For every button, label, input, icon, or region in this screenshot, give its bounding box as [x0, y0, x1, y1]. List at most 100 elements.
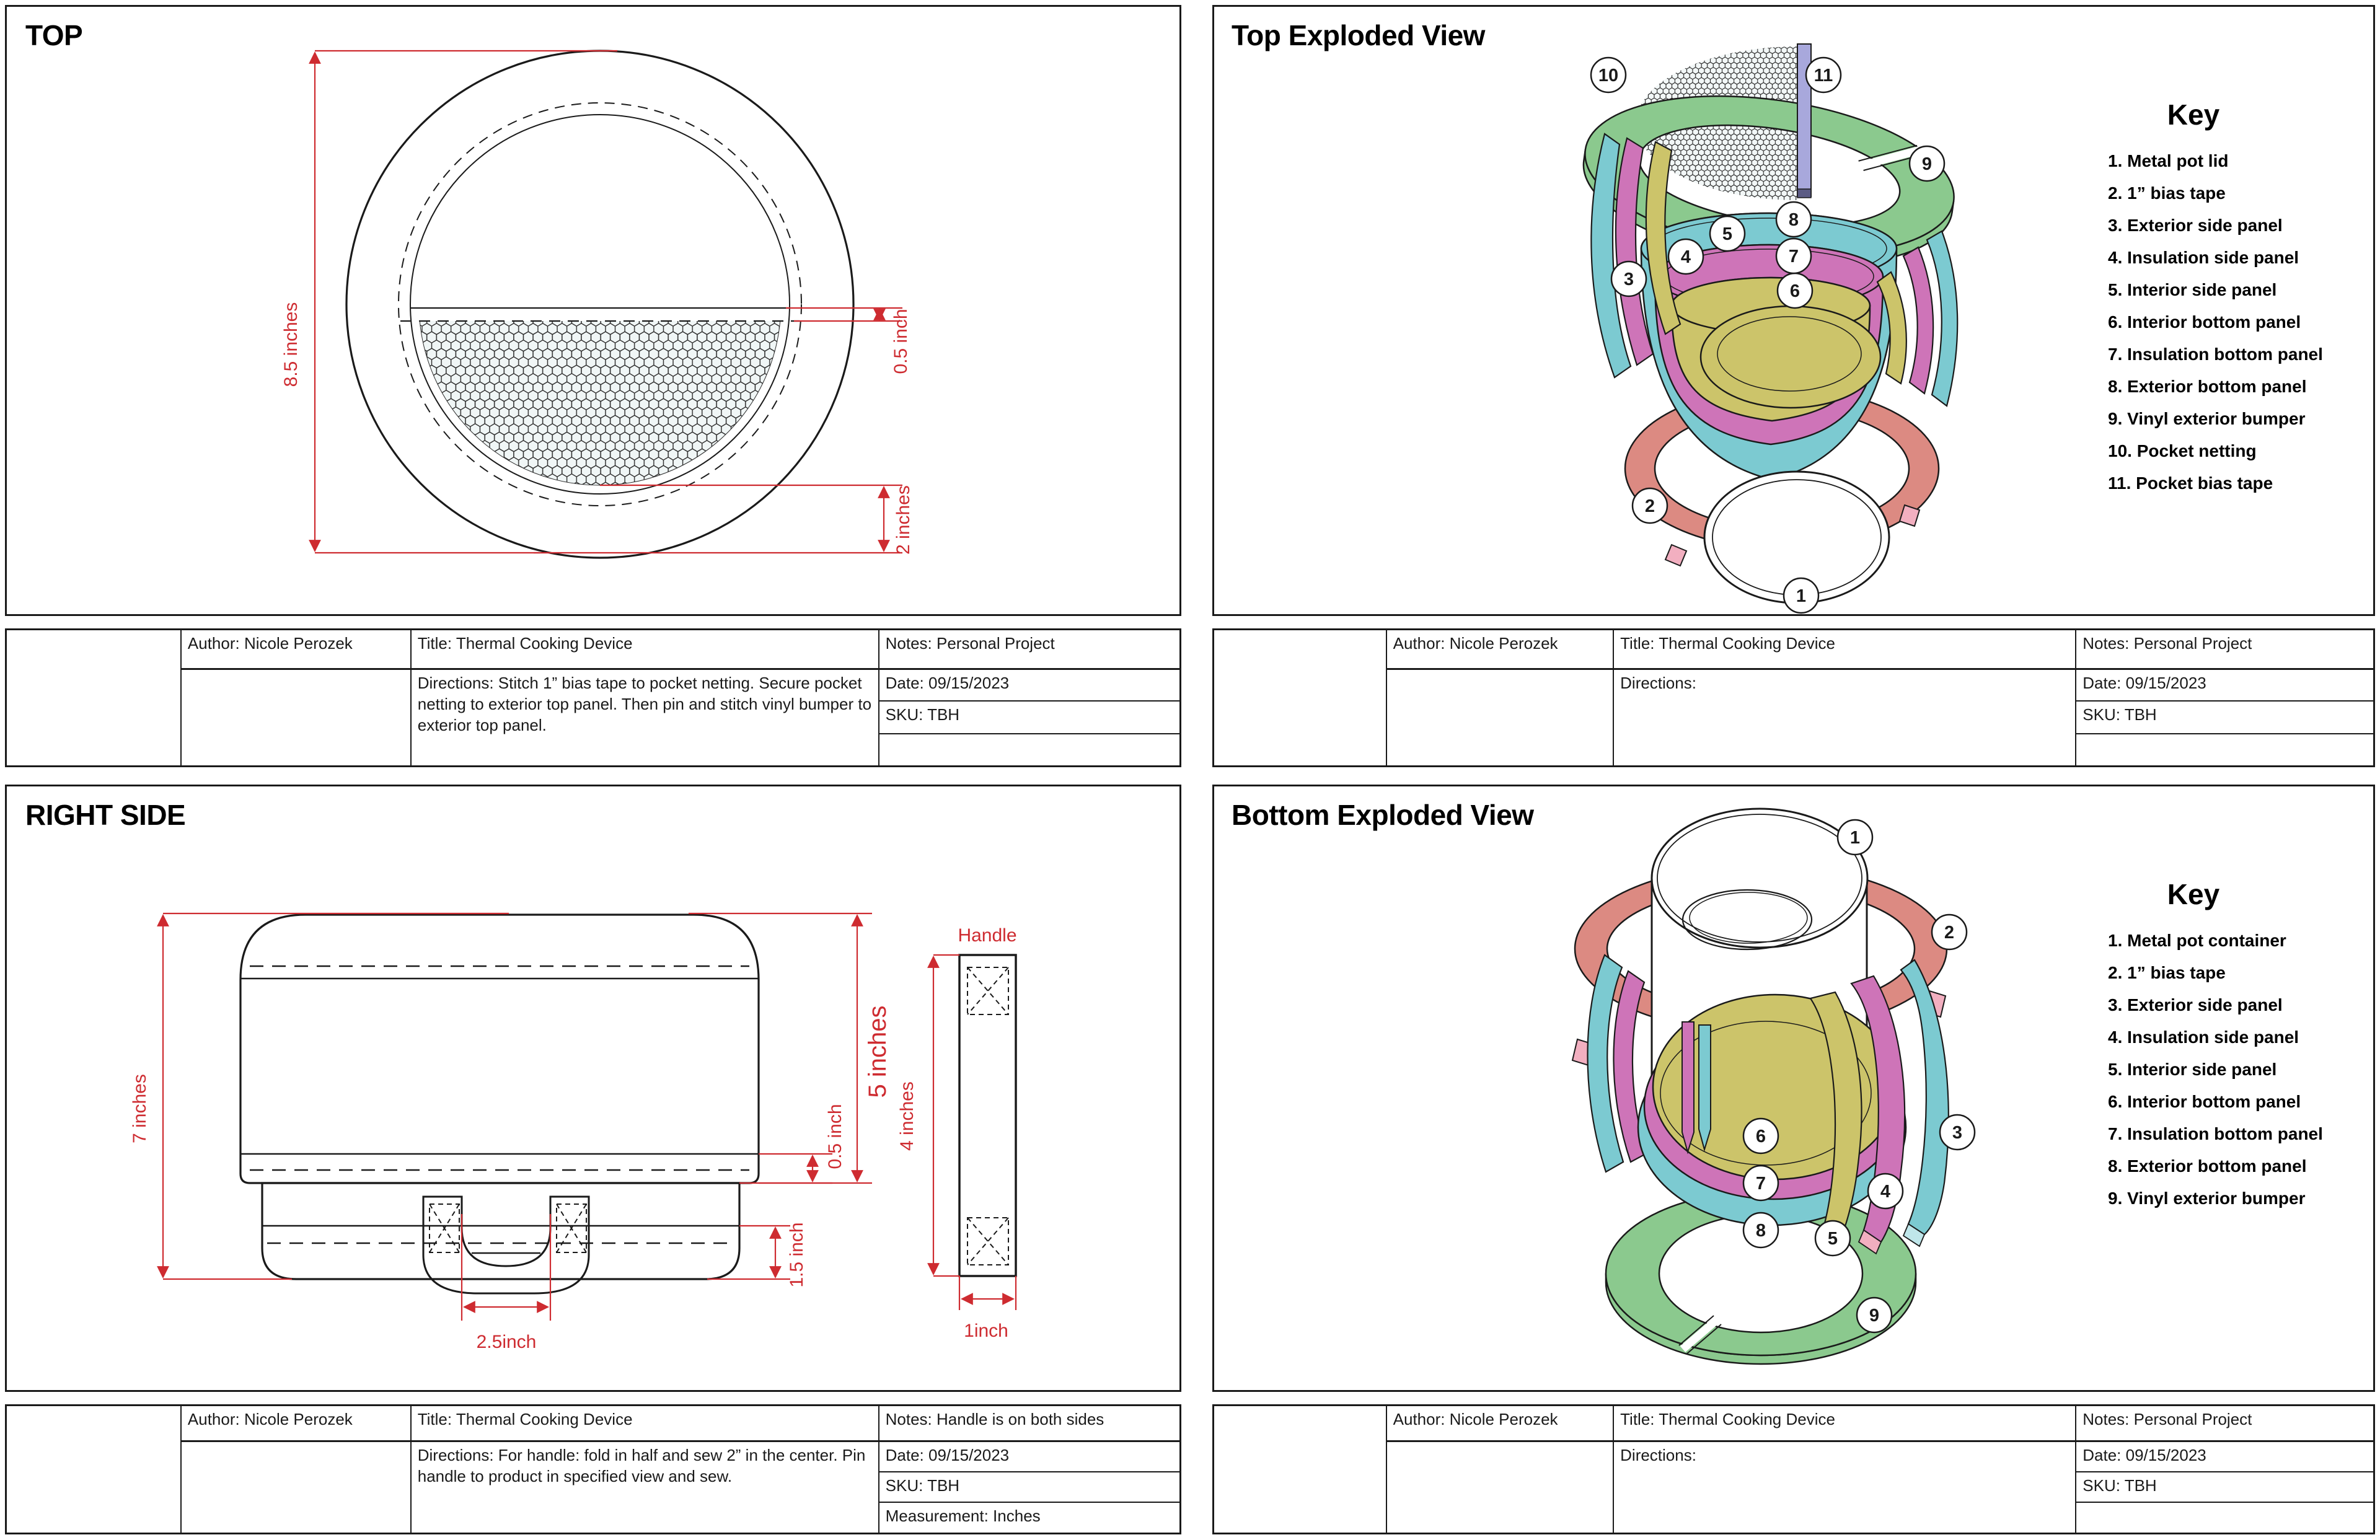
title-cell: Title: Thermal Cooking Device: [1614, 1406, 2077, 1441]
interior-side-blade: [1645, 141, 1681, 335]
interior-side-blade-right: [1876, 271, 1907, 385]
svg-text:8.5 inches: 8.5 inches: [281, 302, 301, 387]
exterior-side-blade-right: [1900, 959, 1949, 1247]
balloon-10: 10: [1590, 56, 1627, 94]
empty-cell: [1386, 668, 1615, 765]
empty-cell: [181, 668, 412, 765]
svg-text:2 inches: 2 inches: [893, 485, 914, 555]
sku-cell: SKU: TBH: [879, 1471, 1179, 1502]
balloon-11: 11: [1805, 56, 1842, 94]
exterior-side-sliver: [1698, 1024, 1711, 1152]
exterior-side-blade-left: [1587, 954, 1624, 1173]
empty-cell: [181, 1440, 412, 1533]
author-cell: Author: Nicole Perozek: [182, 630, 412, 669]
svg-text:1: 1: [1796, 586, 1806, 606]
right-side-panel: RIGHT SIDE 7 inches 5 inches: [5, 785, 1181, 1392]
insulation-side-blade: [1615, 137, 1654, 366]
sku-cell: SKU: TBH: [879, 700, 1179, 733]
handle-outline: [958, 954, 1017, 1277]
directions-cell: Directions:: [1614, 1440, 2077, 1533]
svg-text:3. Exterior side panel: 3. Exterior side panel: [2108, 216, 2283, 235]
svg-text:4: 4: [1880, 1182, 1890, 1202]
svg-text:5: 5: [1722, 224, 1732, 244]
top-view-panel: TOP 8.5 inches 0.5 inch 2 inches: [5, 5, 1181, 616]
svg-text:2. 1” bias tape: 2. 1” bias tape: [2108, 183, 2226, 203]
measurement-cell: Measurement: Inches: [879, 1502, 1179, 1533]
svg-text:0.5 inch: 0.5 inch: [825, 1104, 845, 1169]
svg-text:10. Pocket netting: 10. Pocket netting: [2108, 441, 2257, 460]
page-title: Bottom Exploded View: [1232, 799, 1534, 831]
balloon-6: 6: [1742, 1117, 1779, 1155]
svg-text:4. Insulation side panel: 4. Insulation side panel: [2108, 1027, 2299, 1047]
svg-text:6: 6: [1756, 1127, 1766, 1146]
handle-strap: [422, 1195, 590, 1295]
balloon-9: 9: [1856, 1296, 1893, 1334]
insulation-side-blade-right: [1902, 246, 1934, 395]
balloon-7: 7: [1775, 237, 1812, 275]
balloon-9: 9: [1908, 145, 1946, 182]
balloon-2: 2: [1931, 913, 1968, 951]
svg-text:1: 1: [1850, 828, 1860, 848]
directions-cell: Directions: For handle: fold in half and…: [411, 1440, 879, 1533]
directions-cell: Directions: Stitch 1” bias tape to pocke…: [411, 668, 879, 765]
svg-text:4. Insulation side panel: 4. Insulation side panel: [2108, 248, 2299, 267]
balloon-4: 4: [1667, 238, 1704, 275]
right-side-drawing: [239, 913, 760, 1295]
inner-panel-circle: [410, 114, 790, 495]
stitch-box-top: [967, 967, 1009, 1015]
key-legend: Key 1. Metal pot lid 2. 1” bias tape 3. …: [2108, 99, 2323, 493]
title-cell: Title: Thermal Cooking Device: [412, 1406, 879, 1441]
title-cell: Title: Thermal Cooking Device: [412, 630, 879, 669]
svg-text:9. Vinyl exterior bumper: 9. Vinyl exterior bumper: [2108, 1189, 2306, 1208]
stitch-box-right: [556, 1203, 587, 1253]
balloon-3: 3: [1610, 260, 1647, 297]
dim-0-5-inch: 0.5 inch: [739, 1104, 845, 1184]
insulation-side-sliver: [1681, 1021, 1695, 1155]
balloon-4: 4: [1867, 1173, 1904, 1210]
svg-text:Key: Key: [2167, 99, 2220, 131]
svg-text:11. Pocket bias tape: 11. Pocket bias tape: [2108, 473, 2273, 493]
key-legend: Key 1. Metal pot container 2. 1” bias ta…: [2108, 878, 2323, 1208]
empty-cell: [1386, 1440, 1615, 1533]
svg-text:9: 9: [1869, 1306, 1879, 1326]
title-block-bottom-exploded: Author: Nicole Perozek Title: Thermal Co…: [1212, 1404, 2375, 1534]
top-exploded-panel: Top Exploded View: [1212, 5, 2375, 616]
page-title: TOP: [25, 19, 82, 51]
bottom-exploded-panel: Bottom Exploded View: [1212, 785, 2375, 1392]
svg-text:6. Interior bottom panel: 6. Interior bottom panel: [2108, 1092, 2301, 1111]
revision-cell: [1214, 1406, 1387, 1533]
handle-label: Handle: [958, 925, 1016, 946]
svg-text:8. Exterior bottom panel: 8. Exterior bottom panel: [2108, 1156, 2307, 1176]
svg-text:2: 2: [1944, 923, 1954, 943]
pocket-netting-mesh: [419, 321, 781, 486]
svg-text:6. Interior bottom panel: 6. Interior bottom panel: [2108, 312, 2301, 332]
balloon-5: 5: [1814, 1220, 1851, 1257]
dim-4-inches: 4 inches: [897, 954, 959, 1277]
revision-cell: [1214, 630, 1387, 765]
title-block-top-exploded: Author: Nicole Perozek Title: Thermal Co…: [1212, 628, 2375, 767]
dim-1-inch: 1inch: [958, 1276, 1017, 1341]
extra-cell: [2076, 733, 2373, 765]
extra-cell: [879, 733, 1179, 765]
dim-2-inches: 2 inches: [534, 484, 914, 555]
svg-text:3: 3: [1624, 270, 1634, 289]
balloon-8: 8: [1775, 201, 1812, 238]
svg-text:9: 9: [1922, 154, 1932, 174]
balloon-6: 6: [1776, 272, 1814, 309]
svg-text:3: 3: [1952, 1123, 1962, 1143]
balloon-7: 7: [1742, 1164, 1779, 1202]
author-cell: Author: Nicole Perozek: [1387, 630, 1615, 669]
date-cell: Date: 09/15/2023: [879, 1440, 1179, 1471]
balloon-2: 2: [1631, 487, 1668, 524]
author-cell: Author: Nicole Perozek: [182, 1406, 412, 1441]
svg-text:5 inches: 5 inches: [864, 1006, 891, 1098]
main-body-outline: [239, 913, 760, 1184]
revision-cell: [7, 1406, 182, 1533]
svg-text:1. Metal pot container: 1. Metal pot container: [2108, 931, 2286, 950]
handle-detail: Handle 4 inches 1inch: [897, 925, 1017, 1341]
date-cell: Date: 09/15/2023: [2076, 1440, 2373, 1471]
svg-text:7. Insulation bottom panel: 7. Insulation bottom panel: [2108, 1124, 2323, 1143]
dim-0-5-inch: 0.5 inch: [786, 307, 911, 374]
svg-text:Key: Key: [2167, 878, 2220, 910]
